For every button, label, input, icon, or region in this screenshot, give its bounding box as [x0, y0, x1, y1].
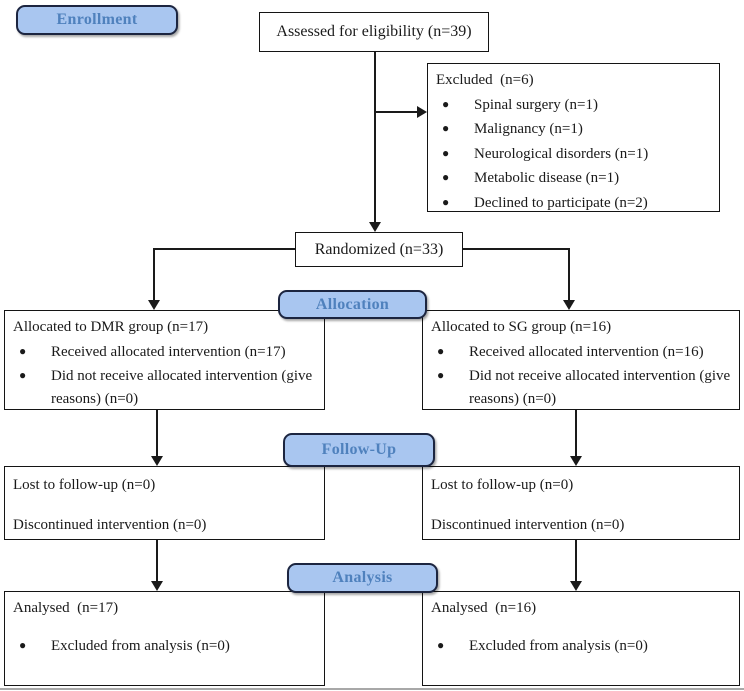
bullet-icon — [428, 118, 474, 141]
bullet-icon — [5, 635, 51, 658]
list-item: Did not receive allocated intervention (… — [423, 365, 739, 410]
bullet-icon — [423, 635, 469, 658]
excluded-title: Excluded (n=6) — [436, 72, 534, 88]
list-item: Metabolic disease (n=1) — [428, 167, 719, 190]
connector-to-excluded — [375, 111, 419, 113]
assessed-eligibility-box: Assessed for eligibility (n=39) — [259, 12, 489, 52]
followup-dmr-line: Lost to follow-up (n=0) — [13, 477, 156, 493]
arrowhead-down-icon — [148, 300, 160, 310]
stage-label-enrollment: Enrollment — [16, 5, 178, 35]
allocation-sg-item: Received allocated intervention (n=16) — [469, 343, 704, 360]
stage-label-followup: Follow-Up — [283, 433, 435, 467]
list-item: Excluded from analysis (n=0) — [423, 635, 739, 658]
followup-sg-line: Lost to follow-up (n=0) — [431, 477, 574, 493]
connector-randomized-right-h — [462, 248, 570, 250]
excluded-item: Neurological disorders (n=1) — [474, 145, 649, 162]
followup-sg-line: Discontinued intervention (n=0) — [431, 516, 625, 533]
list-item: Malignancy (n=1) — [428, 118, 719, 141]
bullet-icon — [428, 167, 474, 190]
allocation-sg-title: Allocated to SG group (n=16) — [431, 319, 612, 335]
list-item: Received allocated intervention (n=17) — [5, 341, 324, 364]
analysis-dmr-title: Analysed (n=17) — [13, 600, 119, 616]
excluded-item: Malignancy (n=1) — [474, 121, 583, 137]
arrowhead-down-icon — [570, 581, 582, 591]
connector-assessed-to-randomized — [374, 52, 376, 224]
connector-randomized-left-h — [154, 248, 295, 250]
arrowhead-down-icon — [570, 456, 582, 466]
allocation-sg-item: Did not receive allocated intervention (… — [469, 368, 731, 407]
connector-alloc-to-follow-right — [575, 410, 577, 457]
arrowhead-down-icon — [151, 456, 163, 466]
list-item: Spinal surgery (n=1) — [428, 94, 719, 117]
arrowhead-down-icon — [151, 581, 163, 591]
followup-dmr-box: Lost to follow-up (n=0) Discontinued int… — [4, 466, 325, 540]
figure-bottom-rule — [0, 688, 744, 690]
list-item: Declined to participate (n=2) — [428, 192, 719, 215]
excluded-item: Spinal surgery (n=1) — [474, 96, 598, 113]
analysis-sg-title: Analysed (n=16) — [431, 600, 537, 616]
list-item: Excluded from analysis (n=0) — [5, 635, 324, 658]
followup-dmr-line: Discontinued intervention (n=0) — [13, 516, 207, 533]
stage-label-followup-text: Follow-Up — [321, 441, 397, 458]
analysis-dmr-item: Excluded from analysis (n=0) — [51, 637, 230, 654]
arrowhead-down-icon — [369, 222, 381, 232]
list-item: Did not receive allocated intervention (… — [5, 365, 324, 410]
bullet-icon — [428, 94, 474, 117]
bullet-icon — [428, 192, 474, 215]
analysis-sg-box: Analysed (n=16) Excluded from analysis (… — [422, 591, 740, 686]
excluded-item: Declined to participate (n=2) — [474, 194, 648, 211]
connector-randomized-right-v — [568, 248, 570, 301]
bullet-icon — [428, 143, 474, 166]
excluded-item: Metabolic disease (n=1) — [474, 170, 620, 186]
connector-follow-to-analysis-right — [575, 540, 577, 582]
assessed-eligibility-text: Assessed for eligibility (n=39) — [276, 23, 472, 40]
allocation-dmr-title: Allocated to DMR group (n=17) — [13, 319, 209, 335]
allocation-dmr-box: Allocated to DMR group (n=17) Received a… — [4, 310, 325, 410]
bullet-icon — [423, 365, 469, 388]
stage-label-enrollment-text: Enrollment — [56, 11, 138, 28]
list-item: Neurological disorders (n=1) — [428, 143, 719, 166]
stage-label-allocation-text: Allocation — [315, 295, 390, 313]
bullet-icon — [5, 365, 51, 388]
connector-follow-to-analysis-left — [156, 540, 158, 582]
randomized-text: Randomized (n=33) — [314, 240, 444, 258]
connector-randomized-left-v — [153, 248, 155, 301]
stage-label-analysis-text: Analysis — [332, 569, 393, 586]
stage-label-analysis: Analysis — [287, 563, 438, 593]
connector-alloc-to-follow-left — [156, 410, 158, 457]
excluded-box: Excluded (n=6) Spinal surgery (n=1) Mali… — [427, 63, 720, 212]
bullet-icon — [5, 341, 51, 364]
analysis-sg-item: Excluded from analysis (n=0) — [469, 637, 648, 654]
allocation-sg-box: Allocated to SG group (n=16) Received al… — [422, 310, 740, 410]
analysis-dmr-box: Analysed (n=17) Excluded from analysis (… — [4, 591, 325, 686]
stage-label-allocation: Allocation — [278, 290, 427, 319]
bullet-icon — [423, 341, 469, 364]
randomized-box: Randomized (n=33) — [295, 232, 463, 267]
list-item: Received allocated intervention (n=16) — [423, 341, 739, 364]
arrowhead-right-icon — [417, 106, 427, 118]
allocation-dmr-item: Received allocated intervention (n=17) — [51, 343, 286, 360]
followup-sg-box: Lost to follow-up (n=0) Discontinued int… — [422, 466, 740, 540]
allocation-dmr-item: Did not receive allocated intervention (… — [51, 368, 313, 407]
arrowhead-down-icon — [563, 300, 575, 310]
